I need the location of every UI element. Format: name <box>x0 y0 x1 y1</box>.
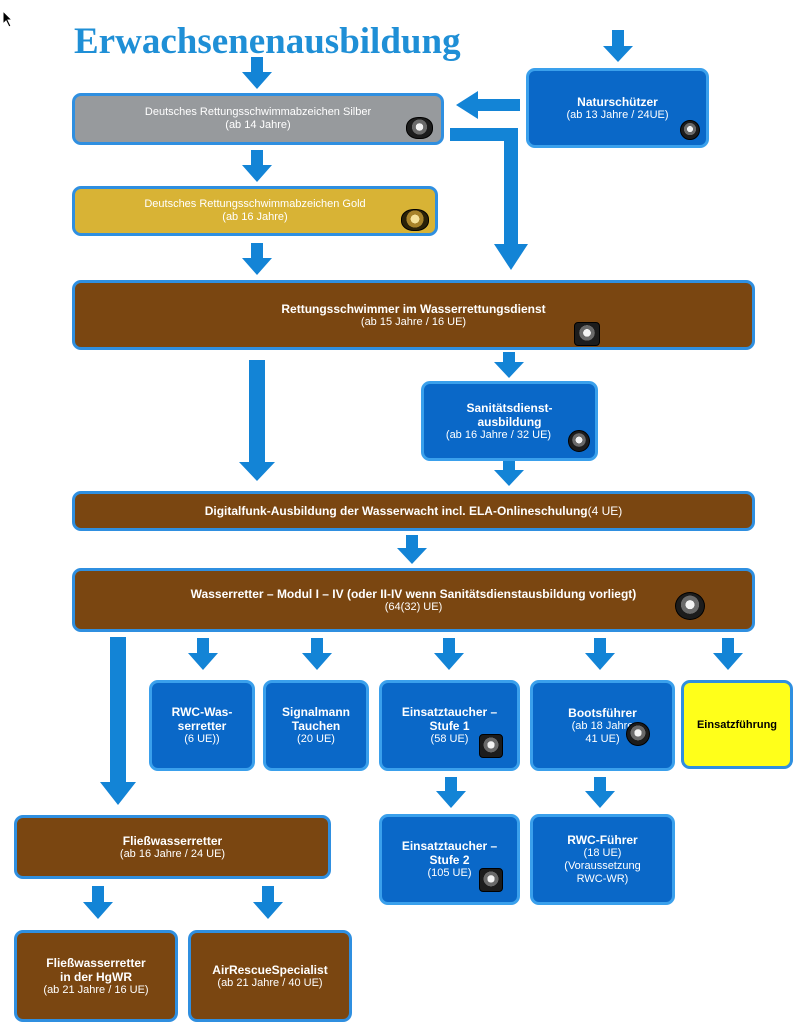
einsatztaucher-badge-icon <box>479 734 503 758</box>
box-sub: (58 UE) <box>430 733 469 745</box>
box-sub: (ab 14 Jahre) <box>225 119 291 131</box>
box-sub1: (ab 18 Jahre <box>571 719 634 732</box>
arrow-down-icon <box>494 458 524 486</box>
box-rwc-fuehrer: RWC-Führer (18 UE) (Voraussetzung RWC-WR… <box>530 814 675 905</box>
box-title: Bootsführer <box>568 705 637 720</box>
box-title: Wasserretter – Modul I – IV (oder II-IV … <box>190 586 637 601</box>
box-fliesswasserretter: Fließwasserretter (ab 16 Jahre / 24 UE) <box>14 815 331 879</box>
arrow-down-icon <box>100 637 136 805</box>
arrow-down-icon <box>302 638 332 670</box>
einsatztaucher-2-badge-icon <box>479 868 503 892</box>
box-sub: (64(32) UE) <box>384 600 443 613</box>
box-title-line2: ausbildung <box>477 414 542 429</box>
box-wasserretter: Wasserretter – Modul I – IV (oder II-IV … <box>72 568 755 632</box>
box-line2: in der HgWR <box>60 969 132 984</box>
box-title: Deutsches Rettungsschwimmabzeichen Silbe… <box>144 106 372 118</box>
page-title: Erwachsenenausbildung <box>74 21 461 62</box>
box-line2: Stufe 1 <box>429 719 470 733</box>
box-sub: (6 UE)) <box>184 733 220 745</box>
box-sub1: (18 UE) <box>583 847 622 859</box>
mouse-cursor-icon <box>2 10 14 28</box>
arrow-down-icon <box>494 352 524 378</box>
box-line2: serretter <box>177 719 227 733</box>
box-rettungsschwimmer: Rettungsschwimmer im Wasserrettungsdiens… <box>72 280 755 350</box>
box-sub: (ab 16 Jahre / 24 UE) <box>119 847 226 860</box>
box-sub: (105 UE) <box>427 867 472 879</box>
naturschuetzer-badge-icon <box>680 120 700 140</box>
box-naturschuetzer: Naturschützer (ab 13 Jahre / 24UE) <box>526 68 709 148</box>
arrow-down-icon <box>83 886 113 919</box>
box-sub: (ab 16 Jahre) <box>222 211 288 223</box>
box-title: Fließwasserretter <box>122 833 223 848</box>
box-sub: (ab 13 Jahre / 24UE) <box>566 108 669 121</box>
sanitaet-badge-icon <box>568 430 590 452</box>
box-signalmann-tauchen: Signalmann Tauchen (20 UE) <box>263 680 369 771</box>
arrow-down-icon <box>397 535 427 564</box>
silber-badge-icon <box>406 117 433 139</box>
box-sanitaetsdienstausbildung: Sanitätsdienst- ausbildung (ab 16 Jahre … <box>421 381 598 461</box>
anchor-badge-icon <box>626 722 650 746</box>
box-sub: (20 UE) <box>297 733 335 745</box>
box-title: Einsatzführung <box>696 718 778 731</box>
arrow-down-icon <box>239 360 275 481</box>
box-sub2: 41 UE) <box>585 732 620 745</box>
rettungsschwimmer-badge-icon <box>574 322 600 346</box>
box-einsatztaucher-stufe-1: Einsatztaucher – Stufe 1 (58 UE) <box>379 680 520 771</box>
arrow-down-icon <box>603 30 633 62</box>
box-extra: (4 UE) <box>587 503 623 518</box>
box-rwc-wasserretter: RWC-Was- serretter (6 UE)) <box>149 680 255 771</box>
box-fliesswasserretter-hgwr: Fließwasserretter in der HgWR (ab 21 Jah… <box>14 930 178 1022</box>
box-rettungsschwimmabzeichen-gold: Deutsches Rettungsschwimmabzeichen Gold … <box>72 186 438 236</box>
box-einsatzfuehrung: Einsatzführung <box>681 680 793 769</box>
box-line1: Signalmann <box>281 705 350 719</box>
gold-badge-icon <box>401 209 429 231</box>
arrow-down-icon <box>713 638 743 670</box>
arrow-right-down-icon <box>450 128 528 270</box>
box-title: AirRescueSpecialist <box>212 962 328 977</box>
arrow-down-icon <box>436 777 466 808</box>
box-title: Deutsches Rettungsschwimmabzeichen Gold <box>144 198 366 210</box>
box-digitalfunk: Digitalfunk-Ausbildung der Wasserwacht i… <box>72 491 755 531</box>
box-rettungsschwimmabzeichen-silber: Deutsches Rettungsschwimmabzeichen Silbe… <box>72 93 444 145</box>
box-bootsfuehrer: Bootsführer (ab 18 Jahre 41 UE) <box>530 680 675 771</box>
box-title: Rettungsschwimmer im Wasserrettungsdiens… <box>281 301 546 316</box>
box-sub: (ab 21 Jahre / 40 UE) <box>217 976 323 989</box>
box-sub3: RWC-WR) <box>576 873 629 885</box>
box-sub: (ab 21 Jahre / 16 UE) <box>43 983 149 996</box>
arrow-left-icon <box>456 91 520 119</box>
arrow-down-icon <box>253 886 283 919</box>
arrow-down-icon <box>242 150 272 182</box>
box-airrescuespecialist: AirRescueSpecialist (ab 21 Jahre / 40 UE… <box>188 930 352 1022</box>
box-title: RWC-Führer <box>567 833 638 847</box>
box-title-line1: Sanitätsdienst- <box>466 400 553 415</box>
arrow-down-icon <box>585 638 615 670</box>
box-line1: Einsatztaucher – <box>401 705 498 719</box>
box-line2: Tauchen <box>291 719 341 733</box>
box-line1: Einsatztaucher – <box>401 839 498 853</box>
arrow-down-icon <box>188 638 218 670</box>
box-sub: (ab 16 Jahre / 32 UE) <box>445 428 552 441</box>
arrow-down-icon <box>585 777 615 808</box>
box-line1: RWC-Was- <box>171 705 233 719</box>
box-line2: Stufe 2 <box>429 853 470 867</box>
arrow-down-icon <box>242 57 272 89</box>
box-title: Naturschützer <box>577 94 658 109</box>
arrow-down-icon <box>434 638 464 670</box>
box-einsatztaucher-stufe-2: Einsatztaucher – Stufe 2 (105 UE) <box>379 814 520 905</box>
box-sub2: (Voraussetzung <box>564 860 641 872</box>
box-title: Digitalfunk-Ausbildung der Wasserwacht i… <box>204 504 588 518</box>
box-line1: Fließwasserretter <box>46 955 146 970</box>
box-sub: (ab 15 Jahre / 16 UE) <box>360 315 467 328</box>
arrow-down-icon <box>242 243 272 275</box>
wasserretter-badge-icon <box>675 592 705 620</box>
